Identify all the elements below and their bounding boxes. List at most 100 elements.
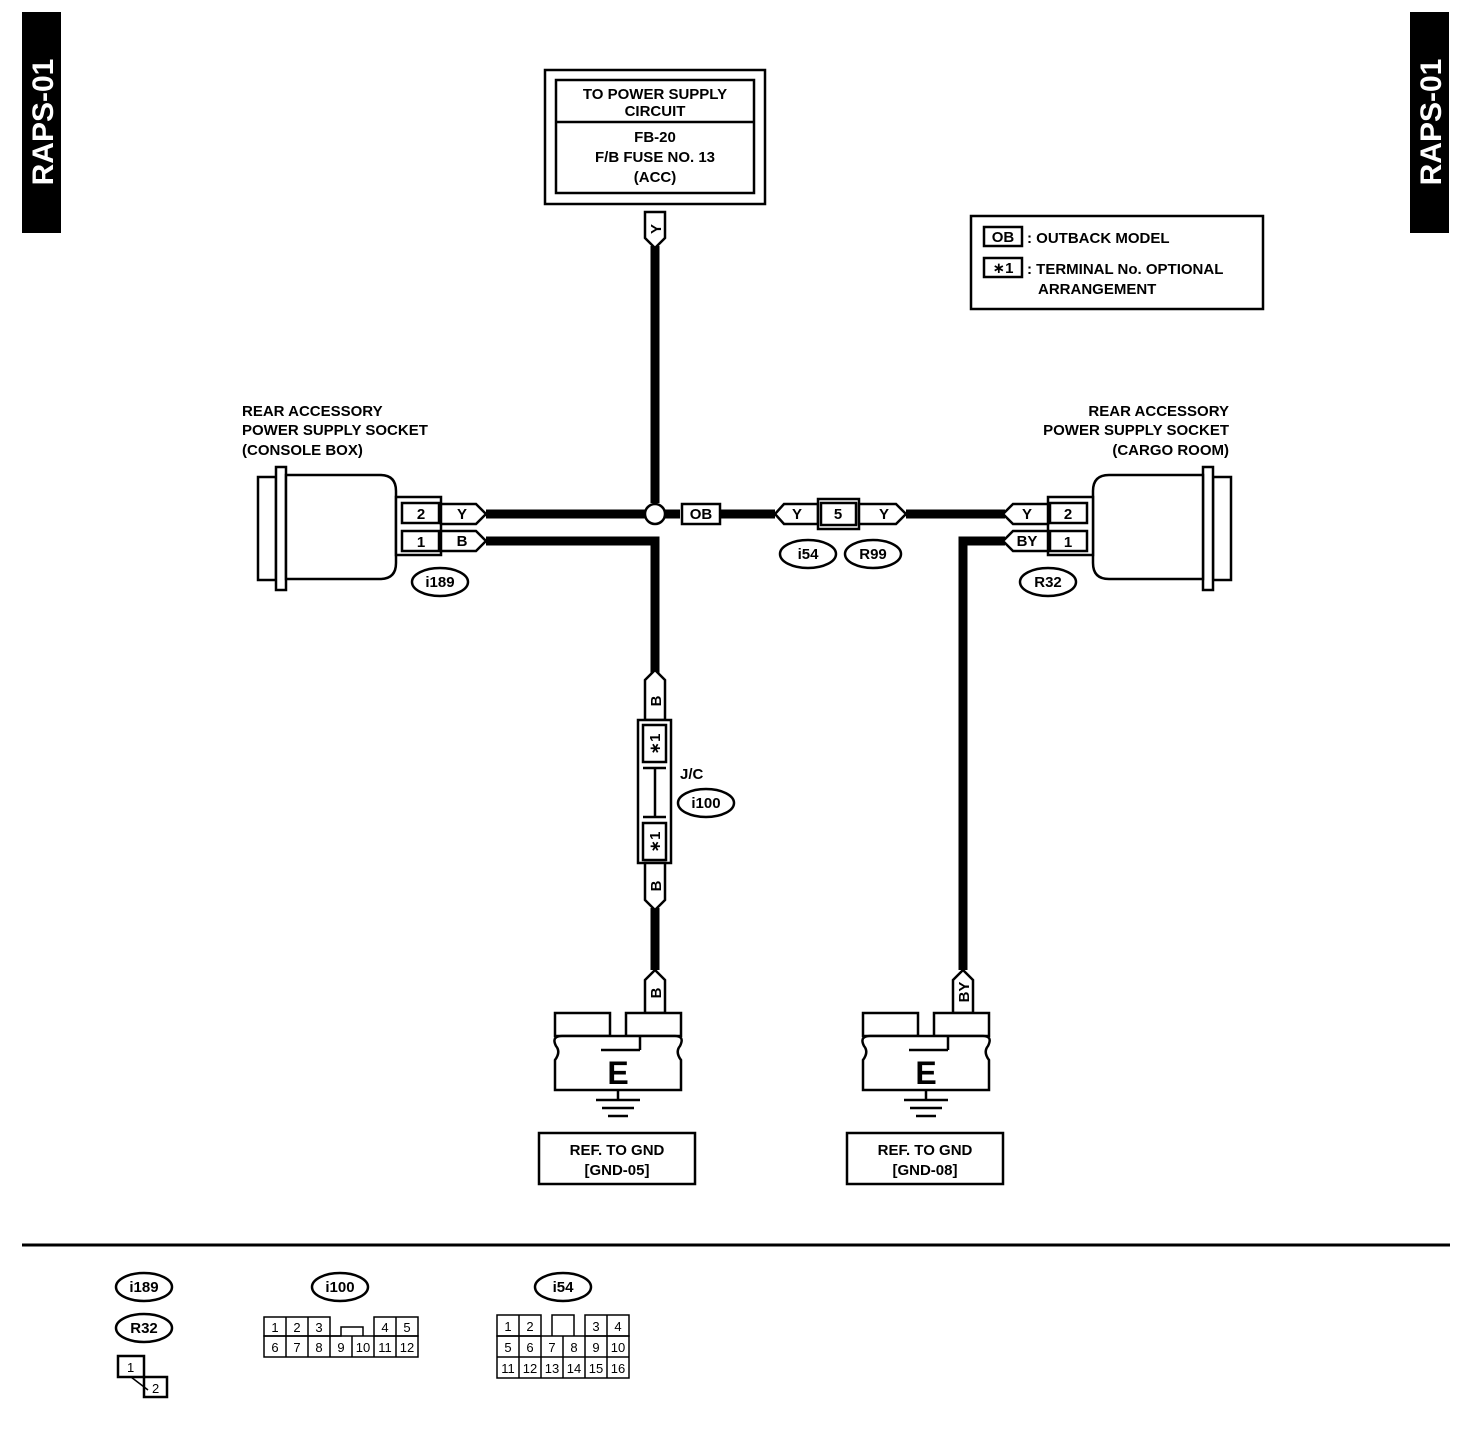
i100-pin-10: 10 — [356, 1340, 370, 1355]
wires — [486, 246, 1005, 970]
right-socket-wire-y: Y — [1022, 506, 1032, 523]
connector-r32-label: R32 — [1034, 574, 1062, 591]
i100-pin-1: 1 — [271, 1320, 278, 1335]
i54-pin-15: 15 — [589, 1361, 603, 1376]
fuse-line-2: F/B FUSE NO. 13 — [595, 149, 715, 166]
connector-r99-label: R99 — [859, 546, 887, 563]
i54-pin-12: 12 — [523, 1361, 537, 1376]
connector-i100-label: i100 — [691, 795, 720, 812]
connector-i189-label: i189 — [425, 574, 454, 591]
page-tag-left-text: RAPS-01 — [27, 59, 60, 186]
junction-connector: B ∗1 ∗1 B J/C i100 — [636, 668, 736, 912]
i100-pin-5: 5 — [403, 1320, 410, 1335]
i100-pin-6: 6 — [271, 1340, 278, 1355]
i100-pin-3: 3 — [315, 1320, 322, 1335]
fuse-line-1: FB-20 — [634, 129, 676, 146]
left-socket: REAR ACCESSORY POWER SUPPLY SOCKET (CONS… — [242, 403, 488, 598]
left-socket-pin-2: 2 — [417, 506, 425, 523]
connector-view-i54: i54 1 2 3 4 5 6 7 8 9 10 11 12 13 14 15 … — [496, 1271, 630, 1379]
ground-1-ref-1: REF. TO GND — [570, 1142, 665, 1159]
view-two-pin-1: 1 — [127, 1360, 134, 1375]
inline-wire-a: Y — [792, 506, 802, 523]
i100-pin-9: 9 — [337, 1340, 344, 1355]
i100-pin-7: 7 — [293, 1340, 300, 1355]
legend-ob-symbol: OB — [992, 229, 1015, 246]
connector-view-i100: i100 1 2 3 4 5 6 7 8 9 10 11 12 — [263, 1271, 419, 1358]
view-c1-label: i189 — [129, 1279, 158, 1296]
page-tag-right-text: RAPS-01 — [1415, 59, 1448, 186]
page-tag-right: RAPS-01 — [1410, 12, 1449, 233]
right-socket-label-1: REAR ACCESSORY — [1088, 403, 1229, 420]
i54-pin-7: 7 — [548, 1340, 555, 1355]
i54-pin-11: 11 — [501, 1361, 515, 1376]
inline-pin: 5 — [834, 506, 842, 523]
i54-pin-4: 4 — [614, 1319, 621, 1334]
i100-pin-8: 8 — [315, 1340, 322, 1355]
connector-view-i189-r32: i189 R32 1 2 — [114, 1271, 174, 1399]
i54-pin-1: 1 — [504, 1319, 511, 1334]
i54-pin-13: 13 — [545, 1361, 559, 1376]
i54-pin-8: 8 — [570, 1340, 577, 1355]
right-socket: REAR ACCESSORY POWER SUPPLY SOCKET (CARG… — [1001, 403, 1233, 598]
i54-pin-9: 9 — [592, 1340, 599, 1355]
jc-wire-top: B — [648, 695, 665, 706]
i54-pin-16: 16 — [611, 1361, 625, 1376]
ground-2-ref-2: [GND-08] — [892, 1162, 957, 1179]
i54-pin-5: 5 — [504, 1340, 511, 1355]
ob-tag: OB — [680, 502, 722, 526]
supply-wire-color: Y — [648, 224, 665, 234]
legend-star-text-2: ARRANGEMENT — [1038, 281, 1156, 298]
page-tag-left: RAPS-01 — [22, 12, 61, 233]
legend-star-symbol: ∗1 — [993, 260, 1014, 277]
i100-pin-2: 2 — [293, 1320, 300, 1335]
view-i100-label: i100 — [325, 1279, 354, 1296]
i54-pin-14: 14 — [567, 1361, 581, 1376]
i54-pin-10: 10 — [611, 1340, 625, 1355]
supply-wire-tag: Y — [643, 210, 667, 250]
i100-pin-12: 12 — [400, 1340, 414, 1355]
i54-pin-3: 3 — [592, 1319, 599, 1334]
power-supply-title-1: TO POWER SUPPLY — [583, 86, 727, 103]
right-socket-label-3: (CARGO ROOM) — [1112, 442, 1229, 459]
right-socket-label-2: POWER SUPPLY SOCKET — [1043, 422, 1229, 439]
left-socket-label-2: POWER SUPPLY SOCKET — [242, 422, 428, 439]
right-socket-wire-by: BY — [1017, 533, 1038, 550]
left-socket-label-3: (CONSOLE BOX) — [242, 442, 363, 459]
inline-connector: Y 5 Y i54 R99 — [773, 497, 908, 570]
right-socket-pin-1: 1 — [1064, 534, 1072, 551]
legend-box: OB : OUTBACK MODEL ∗1 : TERMINAL No. OPT… — [969, 214, 1265, 311]
legend-star-text-1: : TERMINAL No. OPTIONAL — [1027, 261, 1223, 278]
jc-term-top: ∗1 — [647, 734, 664, 755]
inline-wire-b: Y — [879, 506, 889, 523]
ground-gnd-08: BY E REF. TO GND [GND-08] — [845, 968, 1005, 1186]
left-socket-wire-y: Y — [457, 506, 467, 523]
ground-1-ref-2: [GND-05] — [584, 1162, 649, 1179]
ground-1-wire: B — [648, 987, 665, 998]
view-two-pin-2: 2 — [152, 1381, 159, 1396]
i54-pin-6: 6 — [526, 1340, 533, 1355]
jc-wire-bottom: B — [648, 880, 665, 891]
ground-1-symbol: E — [607, 1055, 628, 1091]
ground-2-ref-1: REF. TO GND — [878, 1142, 973, 1159]
i100-pin-11: 11 — [378, 1340, 392, 1355]
ground-gnd-05: B E REF. TO GND [GND-05] — [537, 968, 697, 1186]
jc-term-bottom: ∗1 — [647, 832, 664, 853]
legend-ob-text: : OUTBACK MODEL — [1027, 230, 1170, 247]
i54-pin-2: 2 — [526, 1319, 533, 1334]
ground-2-wire: BY — [956, 982, 973, 1003]
ground-2-symbol: E — [915, 1055, 936, 1091]
fuse-line-3: (ACC) — [634, 169, 677, 186]
splice-point — [643, 502, 667, 526]
right-socket-pin-2: 2 — [1064, 506, 1072, 523]
view-i54-label: i54 — [553, 1279, 575, 1296]
ob-tag-text: OB — [690, 506, 713, 523]
left-socket-wire-b: B — [457, 533, 468, 550]
power-supply-box: TO POWER SUPPLY CIRCUIT FB-20 F/B FUSE N… — [543, 68, 767, 206]
jc-label: J/C — [680, 766, 704, 783]
left-socket-label-1: REAR ACCESSORY — [242, 403, 383, 420]
left-socket-pin-1: 1 — [417, 534, 425, 551]
connector-i54-label: i54 — [798, 546, 820, 563]
i100-pin-4: 4 — [381, 1320, 388, 1335]
view-c2-label: R32 — [130, 1320, 158, 1337]
